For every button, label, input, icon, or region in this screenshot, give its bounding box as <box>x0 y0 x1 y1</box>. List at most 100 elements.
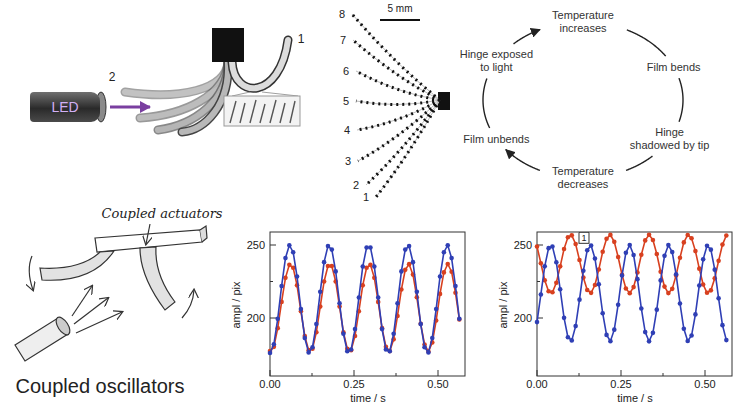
data-marker <box>295 274 300 279</box>
data-marker <box>442 270 447 275</box>
data-marker <box>705 290 710 295</box>
data-marker <box>577 297 582 302</box>
data-marker <box>558 264 563 269</box>
data-marker <box>333 269 338 274</box>
data-marker <box>283 276 288 281</box>
cycle-arrow <box>483 79 490 128</box>
coupled-oscillator-sketch <box>15 224 207 361</box>
data-marker <box>678 255 683 260</box>
callout-number: 2 <box>109 71 116 85</box>
data-marker <box>600 250 605 255</box>
film-trace <box>356 100 440 105</box>
data-marker <box>697 283 702 288</box>
film-trace <box>356 71 440 100</box>
data-marker <box>318 289 323 294</box>
data-marker <box>685 233 690 238</box>
data-marker <box>666 243 671 248</box>
data-marker <box>403 247 408 252</box>
data-marker <box>620 273 625 278</box>
data-marker <box>585 288 590 293</box>
data-marker <box>604 333 609 338</box>
film-trace <box>356 100 440 105</box>
data-marker <box>453 284 458 289</box>
frame-number: 8 <box>339 8 345 21</box>
data-marker <box>709 247 714 252</box>
data-marker <box>569 233 574 238</box>
data-marker <box>411 260 416 265</box>
data-marker <box>616 255 621 260</box>
data-marker <box>693 312 698 317</box>
axis-tick-label: 200 <box>247 312 265 325</box>
data-marker <box>445 243 450 248</box>
data-marker <box>720 242 725 247</box>
data-marker <box>550 290 555 295</box>
plot-frame <box>537 232 732 376</box>
data-marker <box>600 311 605 316</box>
film-trace <box>352 14 440 100</box>
data-marker <box>616 302 621 307</box>
data-marker <box>310 345 315 350</box>
data-marker <box>678 301 683 306</box>
data-marker <box>651 238 656 243</box>
data-marker <box>457 317 462 322</box>
axis-tick <box>537 281 540 282</box>
data-marker <box>631 253 636 258</box>
data-marker <box>539 292 544 297</box>
film-trace <box>358 100 440 161</box>
data-marker <box>368 245 373 250</box>
data-marker <box>399 269 404 274</box>
data-marker <box>395 301 400 306</box>
data-marker <box>306 350 311 355</box>
led-source: LED <box>30 92 100 122</box>
data-marker <box>624 251 629 256</box>
plot-frame <box>270 232 465 376</box>
data-marker <box>577 258 582 263</box>
axis-tick <box>354 370 355 376</box>
data-marker <box>391 331 396 336</box>
axis-tick <box>270 318 276 319</box>
callout-number: 1 <box>298 33 305 47</box>
data-marker <box>535 320 540 325</box>
data-marker <box>279 284 284 289</box>
data-marker <box>693 249 698 254</box>
data-marker <box>585 248 590 253</box>
frame-number: 5 <box>343 95 349 108</box>
film-trace <box>352 14 440 100</box>
data-marker <box>387 349 392 354</box>
data-marker <box>643 238 648 243</box>
data-series <box>270 264 459 352</box>
node-text: LED <box>51 99 78 115</box>
data-marker <box>341 331 346 336</box>
axis-tick <box>312 373 313 376</box>
axis-tick <box>621 370 622 376</box>
data-marker <box>415 289 420 294</box>
stroboscopic-image <box>352 14 450 197</box>
data-marker <box>434 307 439 312</box>
cycle-step: Hinge exposed to light <box>456 47 536 75</box>
data-marker <box>566 335 571 340</box>
data-marker <box>639 252 644 257</box>
axis-tick <box>270 281 273 282</box>
axis-tick-label: 0.00 <box>259 378 280 391</box>
data-marker <box>670 250 675 255</box>
data-marker <box>720 323 725 328</box>
data-marker <box>581 268 586 273</box>
data-marker <box>597 282 602 287</box>
data-marker <box>322 260 327 265</box>
data-marker <box>337 301 342 306</box>
cycle-step: Hinge shadowed by tip <box>628 125 712 153</box>
axis-tick-label: 0.25 <box>610 378 631 391</box>
data-marker <box>724 233 729 238</box>
data-marker <box>627 243 632 248</box>
film-trace <box>376 100 440 197</box>
data-marker <box>287 263 292 268</box>
data-marker <box>608 339 613 344</box>
data-marker <box>539 261 544 266</box>
data-marker <box>418 322 423 327</box>
data-marker <box>442 250 447 255</box>
axis-tick <box>396 373 397 376</box>
axis-tick-label: 200 <box>514 312 532 325</box>
line-chart <box>535 232 732 376</box>
film-trace <box>353 40 440 100</box>
data-marker <box>554 280 559 285</box>
